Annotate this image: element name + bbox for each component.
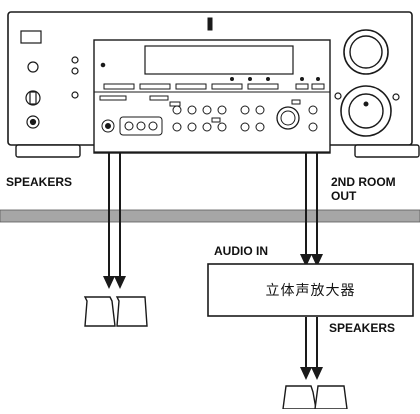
cables <box>108 153 318 368</box>
amplifier-title: 立体声放大器 <box>265 283 356 299</box>
speakers-left-label: SPEAKERS <box>6 175 73 189</box>
second-room-out-label-line1: 2ND ROOM <box>331 175 396 189</box>
wall-band <box>0 209 420 223</box>
second-room-out-label-line2: OUT <box>331 189 357 203</box>
speakers-right-label: SPEAKERS <box>329 321 396 335</box>
amplifier-box <box>207 263 414 317</box>
cable-arrowheads <box>103 254 323 380</box>
audio-in-label: AUDIO IN <box>214 244 268 258</box>
receiver-left-controls <box>20 30 79 129</box>
speaker-pair-left <box>83 296 148 327</box>
speaker-pair-right <box>282 385 348 410</box>
receiver-button-rows <box>99 62 325 136</box>
receiver-right-knobs <box>334 29 400 137</box>
